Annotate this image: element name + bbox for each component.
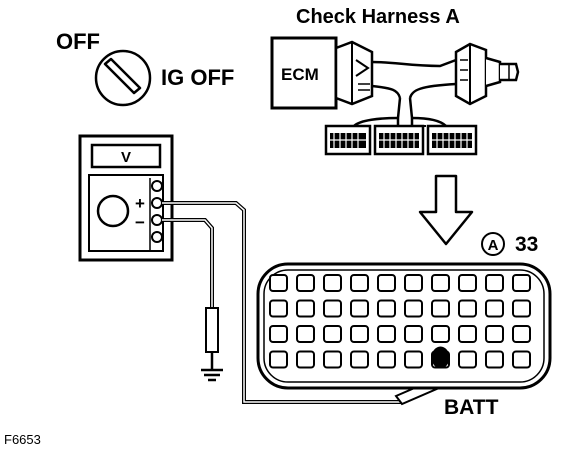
connector-pin bbox=[296, 274, 315, 292]
connector-letter: A bbox=[488, 237, 499, 254]
minus-label: − bbox=[135, 213, 145, 232]
voltmeter-jack-4 bbox=[151, 231, 163, 243]
connector-pin bbox=[458, 350, 477, 369]
diagram-title: Check Harness A bbox=[296, 6, 460, 28]
connector-pin bbox=[377, 325, 396, 343]
test-connector-1 bbox=[324, 124, 372, 156]
connector-pin bbox=[404, 350, 423, 369]
connector-pin bbox=[377, 350, 396, 369]
connector-pin bbox=[431, 299, 450, 318]
connector-pin bbox=[269, 325, 288, 343]
connector-pin bbox=[458, 299, 477, 318]
connector-pin bbox=[512, 350, 531, 369]
connector-pin bbox=[512, 325, 531, 343]
ecm-connector bbox=[334, 40, 374, 106]
connector-pin bbox=[350, 274, 369, 292]
ignition-key-slot bbox=[103, 57, 142, 95]
connector-pin bbox=[404, 325, 423, 343]
connector-pin bbox=[350, 325, 369, 343]
batt-terminal bbox=[431, 346, 450, 369]
connector-pin bbox=[404, 274, 423, 292]
connector-pin bbox=[485, 350, 504, 369]
connector-pin bbox=[485, 325, 504, 343]
connector-33-pins bbox=[269, 274, 531, 369]
ignition-switch bbox=[94, 49, 152, 107]
connector-pin bbox=[296, 350, 315, 369]
connector-pin bbox=[431, 325, 450, 343]
down-arrow-icon bbox=[418, 174, 474, 246]
connector-letter-circle bbox=[481, 232, 505, 256]
voltmeter-jack-1 bbox=[151, 180, 163, 192]
connector-pin bbox=[323, 325, 342, 343]
connector-pin bbox=[485, 299, 504, 318]
ecm-harness: ECM bbox=[270, 36, 520, 156]
connector-pin bbox=[377, 274, 396, 292]
connector-pin bbox=[269, 350, 288, 369]
voltmeter-jack-minus bbox=[151, 214, 163, 226]
connector-pin bbox=[377, 299, 396, 318]
connector-pin bbox=[458, 274, 477, 292]
connector-number: 33 bbox=[515, 233, 538, 256]
voltmeter-dial-icon bbox=[96, 194, 130, 228]
figure-id: F6653 bbox=[4, 432, 41, 447]
batt-label: BATT bbox=[444, 396, 499, 419]
connector-pin bbox=[512, 274, 531, 292]
ecm-label: ECM bbox=[281, 65, 319, 84]
connector-pin bbox=[350, 299, 369, 318]
connector-pin bbox=[350, 350, 369, 369]
connector-pin bbox=[431, 274, 450, 292]
connector-pin bbox=[485, 274, 504, 292]
voltmeter-display bbox=[90, 143, 162, 169]
off-label: OFF bbox=[56, 29, 100, 54]
connector-pin bbox=[404, 299, 423, 318]
connector-pin bbox=[323, 299, 342, 318]
voltmeter-jack-plus bbox=[151, 197, 163, 209]
voltmeter: V + − bbox=[78, 134, 174, 262]
connector-pin bbox=[458, 325, 477, 343]
connector-pin bbox=[269, 299, 288, 318]
ig-off-label: IG OFF bbox=[161, 65, 234, 90]
connector-pin bbox=[323, 274, 342, 292]
connector-pin bbox=[269, 274, 288, 292]
connector-33 bbox=[256, 262, 552, 390]
ground-icon bbox=[201, 368, 223, 382]
negative-probe bbox=[205, 307, 219, 353]
connector-pin bbox=[323, 350, 342, 369]
test-connector-2 bbox=[373, 124, 425, 156]
plus-label: + bbox=[135, 194, 145, 213]
connector-pin bbox=[296, 299, 315, 318]
connector-pin bbox=[512, 299, 531, 318]
voltmeter-mode-label: V bbox=[121, 149, 131, 166]
test-connector-3 bbox=[426, 124, 478, 156]
connector-pin bbox=[296, 325, 315, 343]
